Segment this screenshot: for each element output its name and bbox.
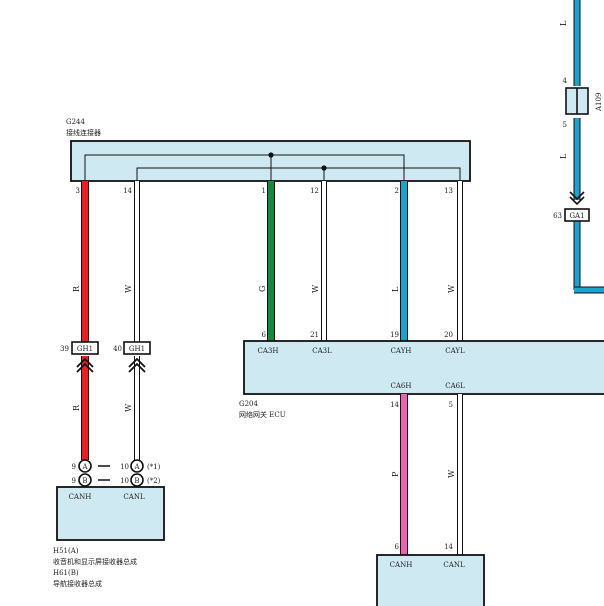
wire-color-w-2: W bbox=[124, 403, 133, 412]
g204-box bbox=[243, 340, 604, 395]
h51-note-1: (*1) bbox=[147, 463, 161, 471]
h51-letter-a-left: A bbox=[81, 463, 88, 471]
ga1-double-chevron-icon bbox=[569, 191, 585, 206]
g244-pin-12: 12 bbox=[310, 187, 319, 195]
ga1-label: GA1 bbox=[569, 212, 584, 220]
wire-color-w-3: W bbox=[447, 469, 456, 478]
g204-pin-19: 19 bbox=[390, 331, 399, 339]
wire-color-p: P bbox=[391, 471, 400, 477]
g204-label-ca3h: CA3H bbox=[258, 347, 279, 355]
g204-pin-6: 6 bbox=[262, 331, 267, 339]
h51-pin-a-right: 10 bbox=[120, 463, 129, 471]
h51-name: 收音机和显示屏接收器总成 bbox=[53, 557, 137, 566]
h51-circle-b-right bbox=[130, 473, 144, 487]
g244-pin-2: 2 bbox=[395, 187, 399, 195]
g204-label-ca6l: CA6L bbox=[445, 382, 465, 390]
g204-label-ca3l: CA3L bbox=[312, 347, 332, 355]
wire-color-l-1: L bbox=[559, 20, 568, 26]
wire-color-w-ca3l: W bbox=[311, 284, 320, 293]
ga1-connector bbox=[564, 208, 590, 222]
h51-letter-b-right: B bbox=[134, 477, 139, 485]
h51-circle-a-right bbox=[130, 459, 144, 473]
g244-pin-1: 1 bbox=[262, 187, 266, 195]
a109-connector bbox=[565, 87, 589, 115]
g204-label-cayh: CAYH bbox=[391, 347, 412, 355]
g244-pin-3: 3 bbox=[76, 187, 80, 195]
g204-pin-21: 21 bbox=[310, 331, 319, 339]
a109-pin-top: 4 bbox=[563, 77, 568, 85]
blue-wire-right bbox=[573, 0, 604, 294]
bottom-canl: CANL bbox=[443, 561, 465, 569]
splice-dot-low bbox=[321, 165, 327, 171]
h51-pin-a-left: 9 bbox=[72, 463, 76, 471]
gh1-left-chevron-icon bbox=[76, 356, 94, 373]
wire-color-w-1: W bbox=[124, 284, 133, 293]
wire-color-l-3: L bbox=[391, 286, 400, 292]
h51-letter-b-left: B bbox=[82, 477, 87, 485]
bottom-pin-6: 6 bbox=[395, 543, 400, 551]
wire-color-l-2: L bbox=[559, 153, 568, 159]
g204-pin-14: 14 bbox=[390, 401, 399, 409]
g204-pin-20: 20 bbox=[444, 331, 453, 339]
bottom-canh: CANH bbox=[390, 561, 413, 569]
g244-pin-14: 14 bbox=[123, 187, 132, 195]
gh1-right-pin: 40 bbox=[113, 345, 122, 353]
wire-color-g: G bbox=[258, 286, 267, 292]
h51-pin-b-right: 10 bbox=[120, 477, 129, 485]
h51-note-2: (*2) bbox=[147, 477, 161, 485]
gh1-left-connector bbox=[71, 341, 99, 355]
a109-pin-bottom: 5 bbox=[563, 121, 567, 129]
h61-name: 导航接收器总成 bbox=[53, 579, 102, 588]
g244-code: G244 bbox=[66, 118, 85, 126]
gh1-right-connector bbox=[123, 341, 151, 355]
h51-canh: CANH bbox=[69, 493, 92, 501]
bottom-pin-14: 14 bbox=[444, 543, 453, 551]
h61-title: H61(B) bbox=[53, 569, 79, 577]
g204-code: G204 bbox=[239, 400, 258, 408]
gh1-right-label: GH1 bbox=[129, 345, 145, 353]
g204-label-ca6h: CA6H bbox=[391, 382, 412, 390]
splice-dot-high bbox=[268, 152, 274, 158]
bottom-box bbox=[376, 554, 485, 606]
wire-color-r-2: R bbox=[72, 404, 81, 411]
h51-pin-b-left: 9 bbox=[72, 477, 76, 485]
gh1-left-pin: 39 bbox=[60, 345, 69, 353]
a109-label: A109 bbox=[595, 93, 603, 112]
g204-pin-5: 5 bbox=[449, 401, 453, 409]
gh1-right-chevron-icon bbox=[128, 356, 146, 373]
h51-letter-a-right: A bbox=[133, 463, 140, 471]
h51-title: H51(A) bbox=[53, 547, 79, 555]
g244-pin-13: 13 bbox=[444, 187, 453, 195]
ga1-pin: 63 bbox=[553, 212, 562, 220]
g204-label-cayl: CAYL bbox=[445, 347, 465, 355]
wire-color-r-1: R bbox=[72, 285, 81, 292]
g204-name: 网络网关 ECU bbox=[239, 410, 286, 419]
wire-color-w-cayl: W bbox=[447, 284, 456, 293]
g244-name: 接线连接器 bbox=[66, 128, 101, 137]
h51-box bbox=[56, 486, 165, 541]
h51-circle-a-left bbox=[78, 459, 92, 473]
h51-canl: CANL bbox=[123, 493, 145, 501]
gh1-left-label: GH1 bbox=[77, 345, 93, 353]
